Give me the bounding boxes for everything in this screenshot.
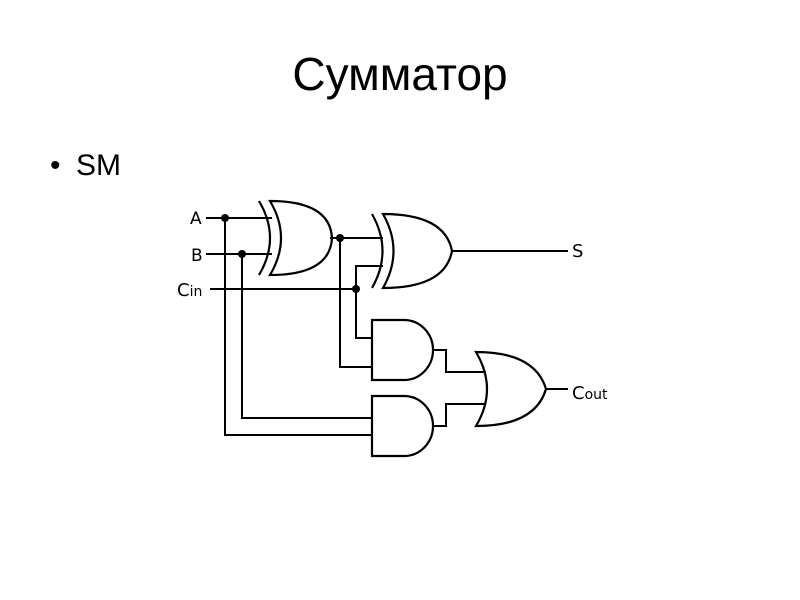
- wire-a-to-and2: [224, 218, 372, 436]
- or-gate: [474, 350, 548, 428]
- junction-a: [221, 214, 229, 222]
- input-label-cin: Cin: [177, 280, 202, 301]
- slide-title: Сумматор: [292, 48, 508, 100]
- xor-gate-2: [371, 212, 454, 290]
- output-label-cout-sub: out: [585, 387, 608, 403]
- input-label-a: A: [190, 209, 202, 229]
- wire-b-to-and2: [241, 254, 372, 419]
- wire-and1-to-or: [433, 349, 486, 373]
- bullet-item: • SM: [50, 146, 121, 186]
- wire-xor1-to-and1: [339, 238, 372, 368]
- wire-cin-to-and1: [355, 289, 372, 339]
- input-label-cin-sub: in: [190, 284, 203, 300]
- bullet-dot-icon: •: [50, 149, 61, 182]
- bullet-text: SM: [76, 149, 121, 182]
- junction-xor1: [336, 234, 344, 242]
- input-label-cin-main: C: [177, 280, 190, 301]
- junction-b: [238, 250, 246, 258]
- wire-and2-to-or: [433, 403, 486, 427]
- output-label-s: S: [572, 241, 583, 262]
- xor-gate-1: [258, 199, 334, 277]
- output-label-cout: Cout: [572, 383, 608, 404]
- junction-cin: [352, 285, 360, 293]
- and-gate-1: [370, 318, 435, 382]
- and-gate-2: [370, 394, 435, 458]
- output-label-cout-main: C: [572, 383, 585, 404]
- wire-cin-to-xor2: [355, 265, 383, 289]
- input-label-b: B: [191, 246, 203, 266]
